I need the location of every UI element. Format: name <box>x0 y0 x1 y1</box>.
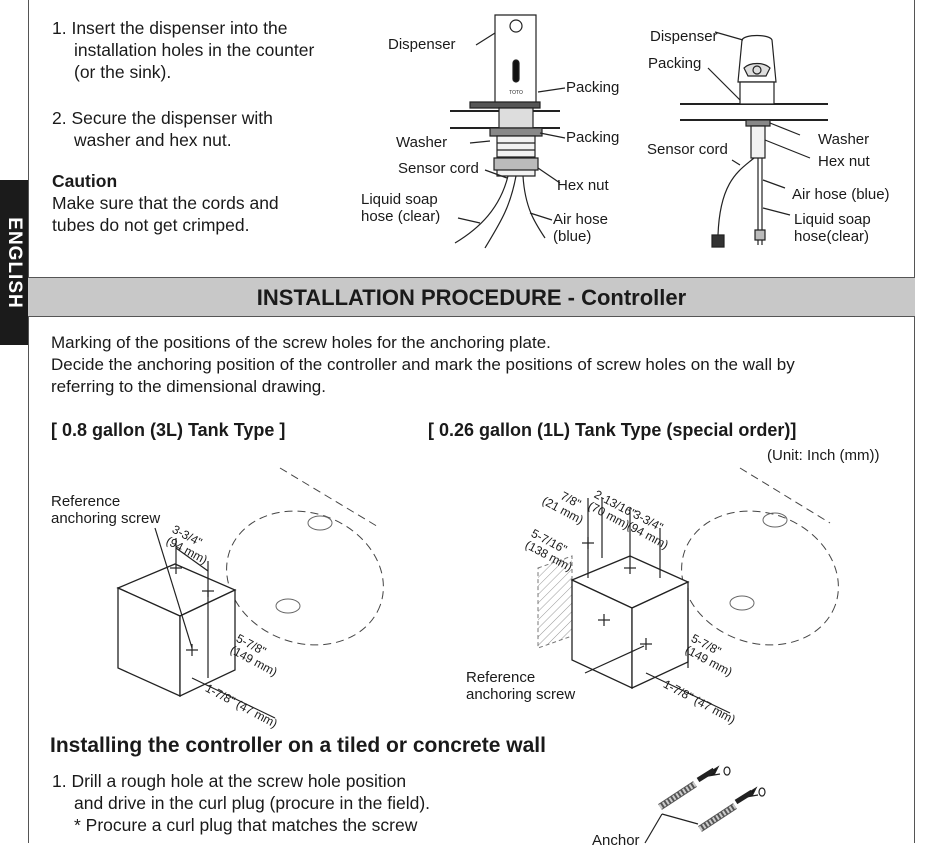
wall-step-1-line-2: and drive in the curl plug (procure in t… <box>74 793 431 813</box>
fig1-dispenser-label: Dispenser <box>388 36 456 53</box>
intro-line-3: referring to the dimensional drawing. <box>51 377 326 396</box>
step-1-text: 1. Insert the dispenser into the install… <box>52 17 314 83</box>
curl-plug-figure <box>590 762 790 843</box>
fig2-sensor-cord-label: Sensor cord <box>647 141 728 158</box>
tank-3l-ref-line-1: Reference <box>51 493 121 510</box>
fig2-air-hose-label: Air hose (blue) <box>792 186 890 203</box>
tank-3l-drawing <box>110 468 400 728</box>
fig2-dispenser-label: Dispenser <box>650 28 718 45</box>
section-title: INSTALLATION PROCEDURE - Controller <box>256 285 687 310</box>
caution-title: Caution <box>52 171 118 191</box>
dispenser-cross-section-figure: TOTO <box>360 8 630 258</box>
tank-1l-ref-label: Reference anchoring screw <box>466 669 575 703</box>
fig2-liquid-soap-line-2: hose(clear) <box>794 228 870 245</box>
intro-line-1: Marking of the positions of the screw ho… <box>51 333 551 352</box>
caution-line-2: tubes do not get crimped. <box>52 215 250 235</box>
language-tab: ENGLISH <box>0 180 28 345</box>
step-1-line-1: 1. Insert the dispenser into the <box>52 18 288 38</box>
step-2-line-1: 2. Secure the dispenser with <box>52 108 273 128</box>
wall-step-1-note: * Procure a curl plug that matches the s… <box>74 815 418 835</box>
fig1-packing-bottom-label: Packing <box>566 129 620 146</box>
caution-line-1: Make sure that the cords and <box>52 193 279 213</box>
fig1-air-hose-line-2: (blue) <box>553 228 592 245</box>
intro-line-2: Decide the anchoring position of the con… <box>51 355 795 374</box>
fig2-liquid-soap-label: Liquid soap hose(clear) <box>794 211 871 245</box>
step-2-line-2: washer and hex nut. <box>74 130 232 150</box>
fig1-sensor-cord-label: Sensor cord <box>398 160 479 177</box>
fig1-liquid-soap-label: Liquid soap hose (clear) <box>361 191 440 225</box>
unit-note: (Unit: Inch (mm)) <box>767 447 880 464</box>
wall-step-1: 1. Drill a rough hole at the screw hole … <box>52 770 430 836</box>
wall-section-title: Installing the controller on a tiled or … <box>50 734 546 757</box>
fig1-hex-nut-label: Hex nut <box>557 177 609 194</box>
fig1-liquid-soap-line-1: Liquid soap <box>361 191 438 208</box>
tank-1l-ref-line-1: Reference <box>466 669 536 686</box>
caution-block: Caution Make sure that the cords and tub… <box>52 170 279 236</box>
anchor-label: Anchor <box>592 832 640 849</box>
intro-text: Marking of the positions of the screw ho… <box>51 332 795 398</box>
tank-3l-heading: [ 0.8 gallon (3L) Tank Type ] <box>51 420 286 440</box>
tank-1l-ref-line-2: anchoring screw <box>466 686 576 703</box>
step-1-line-3: (or the sink). <box>74 62 172 82</box>
wall-step-1-line-1: 1. Drill a rough hole at the screw hole … <box>52 771 407 791</box>
fig2-hex-nut-label: Hex nut <box>818 153 870 170</box>
section-banner: INSTALLATION PROCEDURE - Controller <box>28 277 915 317</box>
fig1-packing-top-label: Packing <box>566 79 620 96</box>
left-border <box>28 0 29 843</box>
fig2-packing-label: Packing <box>648 55 702 72</box>
language-tab-label: ENGLISH <box>4 216 25 309</box>
fig1-washer-label: Washer <box>396 134 448 151</box>
tank-1l-drawing <box>520 468 850 718</box>
fig1-liquid-soap-line-2: hose (clear) <box>361 208 441 225</box>
fig1-air-hose-line-1: Air hose <box>553 211 609 228</box>
dispenser-logo: TOTO <box>509 90 523 96</box>
tank-3l-ref-label: Reference anchoring screw <box>51 493 160 527</box>
fig2-liquid-soap-line-1: Liquid soap <box>794 211 871 228</box>
fig1-air-hose-label: Air hose (blue) <box>553 211 608 245</box>
tank-1l-heading: [ 0.26 gallon (1L) Tank Type (special or… <box>428 420 797 440</box>
fig2-washer-label: Washer <box>818 131 870 148</box>
tank-3l-ref-line-2: anchoring screw <box>51 510 161 527</box>
right-border <box>914 0 915 843</box>
step-2-text: 2. Secure the dispenser with washer and … <box>52 107 273 151</box>
dispenser-installed-figure <box>640 20 910 260</box>
step-1-line-2: installation holes in the counter <box>74 40 315 60</box>
